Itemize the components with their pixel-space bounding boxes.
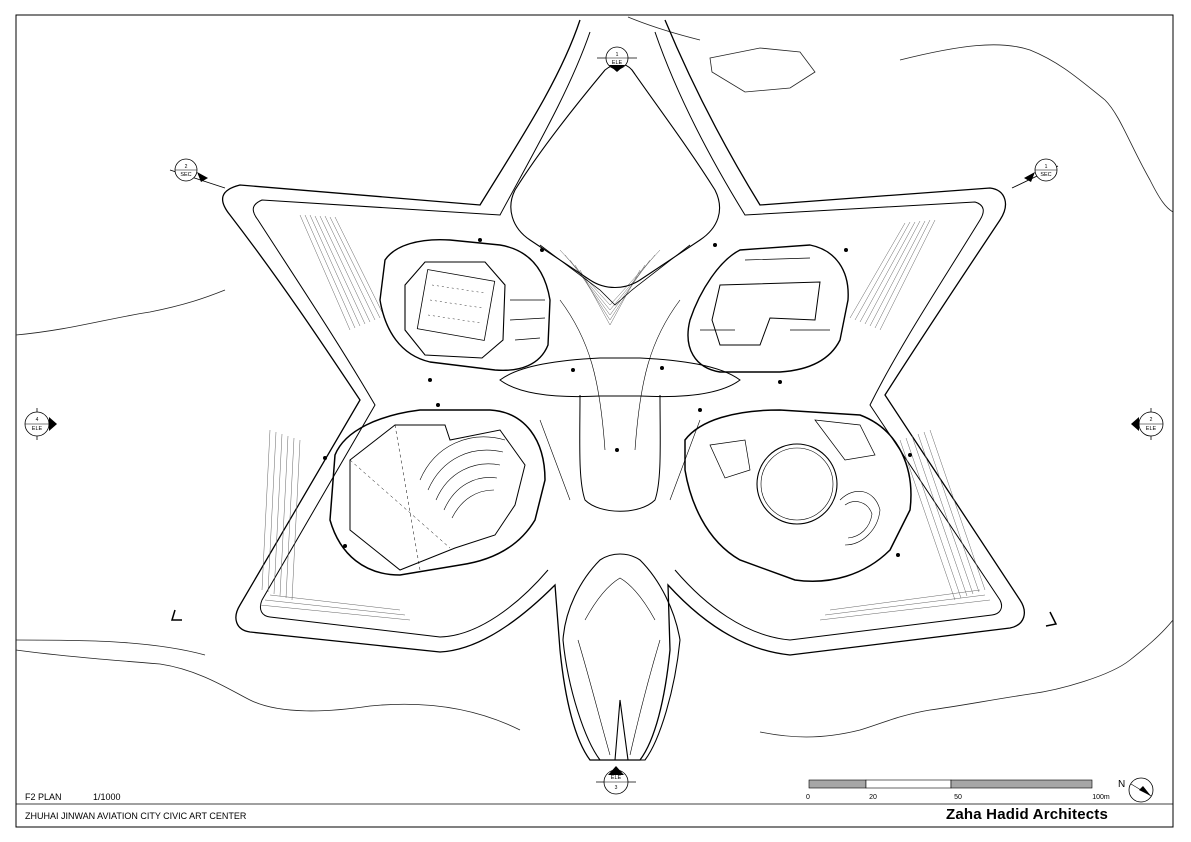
marker-right-num: 2: [1150, 417, 1153, 423]
nw-venue: [379, 238, 551, 372]
marker-upper-left: 2 SEC: [169, 158, 226, 189]
section-cut-ends: [170, 609, 1058, 627]
marker-upper-left-num: 2: [185, 164, 188, 170]
site-landscape-lines: [15, 16, 1174, 738]
marker-bottom-num: 3: [615, 785, 618, 791]
marker-upper-right-code: SEC: [1040, 172, 1051, 178]
north-void: [510, 63, 720, 306]
terrace-steps: [259, 214, 991, 621]
plan-name: F2 PLAN: [25, 792, 62, 802]
marker-upper-left-code: SEC: [180, 172, 191, 178]
scale-label-50: 50: [954, 794, 962, 801]
sw-venue: [329, 409, 546, 576]
scale-label-0: 0: [806, 794, 810, 801]
marker-left-code: ELE: [32, 426, 43, 432]
marker-right-code: ELE: [1146, 426, 1157, 432]
scale-seg-1: [808, 779, 867, 789]
scale-seg-2: [865, 779, 952, 789]
marker-top-num: 1: [616, 52, 619, 58]
plan-scale: 1/1000: [93, 792, 121, 802]
sheet-border: [15, 14, 1174, 828]
structural-columns: [323, 238, 912, 557]
building-outline: [221, 19, 1025, 761]
marker-top-code: ELE: [612, 60, 623, 66]
architect-name: Zaha Hadid Architects: [946, 806, 1109, 823]
marker-left: 4 ELE: [24, 408, 57, 440]
project-title: ZHUHAI JINWAN AVIATION CITY CIVIC ART CE…: [25, 811, 247, 821]
ne-venue: [687, 244, 849, 373]
marker-upper-right-num: 1: [1045, 164, 1048, 170]
marker-bottom-code: ELE: [611, 775, 622, 781]
marker-bottom: ELE 3: [596, 766, 636, 795]
north-arrow: N: [1118, 777, 1154, 803]
marker-right: 2 ELE: [1131, 408, 1164, 440]
marker-top: 1 ELE: [597, 46, 637, 72]
central-hall: [499, 299, 741, 512]
north-label: N: [1118, 779, 1125, 790]
marker-left-num: 4: [36, 417, 39, 423]
south-lobe: [562, 553, 681, 761]
marker-upper-right: 1 SEC: [1011, 158, 1059, 189]
se-venue: [684, 409, 912, 582]
scale-seg-3: [950, 779, 1093, 789]
scale-bar: 0 20 50 100m: [806, 779, 1110, 801]
scale-label-100m: 100m: [1092, 794, 1110, 801]
scale-label-20: 20: [869, 794, 877, 801]
